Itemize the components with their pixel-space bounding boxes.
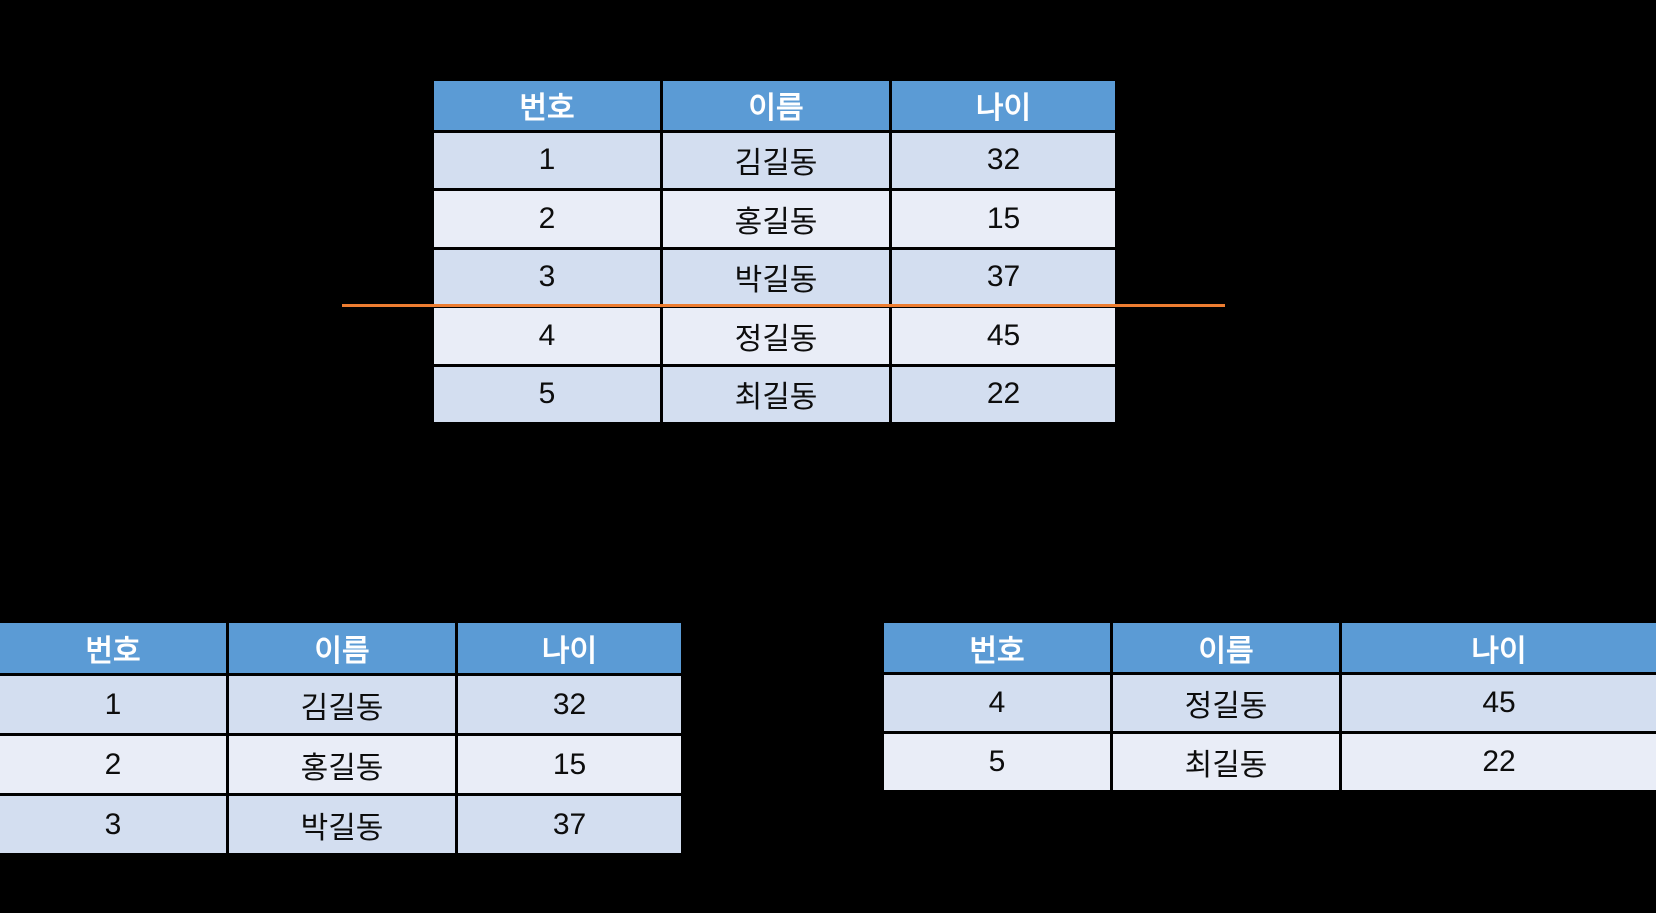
cell-name: 홍길동 [229, 736, 455, 793]
cell-age: 45 [1342, 675, 1656, 732]
cell-name: 김길동 [229, 676, 455, 733]
cell-name: 정길동 [663, 308, 889, 364]
cell-age: 32 [892, 132, 1115, 189]
cell-age: 15 [892, 191, 1115, 247]
table-row: 1 김길동 32 [434, 132, 1115, 189]
table-row: 2 홍길동 15 [0, 736, 681, 793]
column-header-name: 이름 [1113, 623, 1339, 673]
cell-name: 홍길동 [663, 191, 889, 247]
column-header-number: 번호 [0, 623, 226, 673]
cell-age: 32 [458, 676, 681, 733]
table-header-row: 번호 이름 나이 [0, 623, 681, 673]
cell-age: 22 [1342, 734, 1656, 790]
table-row: 5 최길동 22 [884, 734, 1656, 790]
table-row: 4 정길동 45 [884, 675, 1656, 732]
split-divider-line [342, 304, 1225, 307]
column-header-age: 나이 [1342, 623, 1656, 673]
cell-number: 5 [884, 734, 1110, 790]
column-header-number: 번호 [434, 81, 660, 130]
cell-number: 3 [0, 796, 226, 853]
cell-age: 37 [892, 249, 1115, 306]
cell-name: 최길동 [1113, 734, 1339, 790]
split-table-second: 번호 이름 나이 4 정길동 45 5 최길동 22 [884, 623, 1656, 793]
table-row: 4 정길동 45 [434, 308, 1115, 364]
cell-number: 4 [434, 308, 660, 364]
cell-name: 정길동 [1113, 675, 1339, 732]
cell-age: 15 [458, 736, 681, 793]
cell-number: 1 [434, 132, 660, 189]
table-row: 5 최길동 22 [434, 366, 1115, 422]
cell-number: 1 [0, 676, 226, 733]
cell-number: 5 [434, 366, 660, 422]
table-row: 3 박길동 37 [434, 249, 1115, 306]
table-row: 2 홍길동 15 [434, 191, 1115, 247]
table-header-row: 번호 이름 나이 [434, 81, 1115, 130]
column-header-age: 나이 [892, 81, 1115, 130]
column-header-name: 이름 [229, 623, 455, 673]
column-header-age: 나이 [458, 623, 681, 673]
source-table: 번호 이름 나이 1 김길동 32 2 홍길동 15 3 박길동 37 4 정길… [434, 81, 1115, 422]
cell-name: 최길동 [663, 366, 889, 422]
table-header-row: 번호 이름 나이 [884, 623, 1656, 673]
cell-name: 김길동 [663, 132, 889, 189]
split-table-first: 번호 이름 나이 1 김길동 32 2 홍길동 15 3 박길동 37 [0, 623, 681, 913]
table-row: 3 박길동 37 [0, 796, 681, 853]
cell-age: 37 [458, 796, 681, 853]
cell-number: 2 [434, 191, 660, 247]
column-header-name: 이름 [663, 81, 889, 130]
cell-age: 22 [892, 366, 1115, 422]
cell-number: 2 [0, 736, 226, 793]
cell-number: 4 [884, 675, 1110, 732]
table-row: 1 김길동 32 [0, 676, 681, 733]
cell-age: 45 [892, 308, 1115, 364]
cell-name: 박길동 [663, 249, 889, 306]
column-header-number: 번호 [884, 623, 1110, 673]
cell-number: 3 [434, 249, 660, 306]
cell-name: 박길동 [229, 796, 455, 853]
